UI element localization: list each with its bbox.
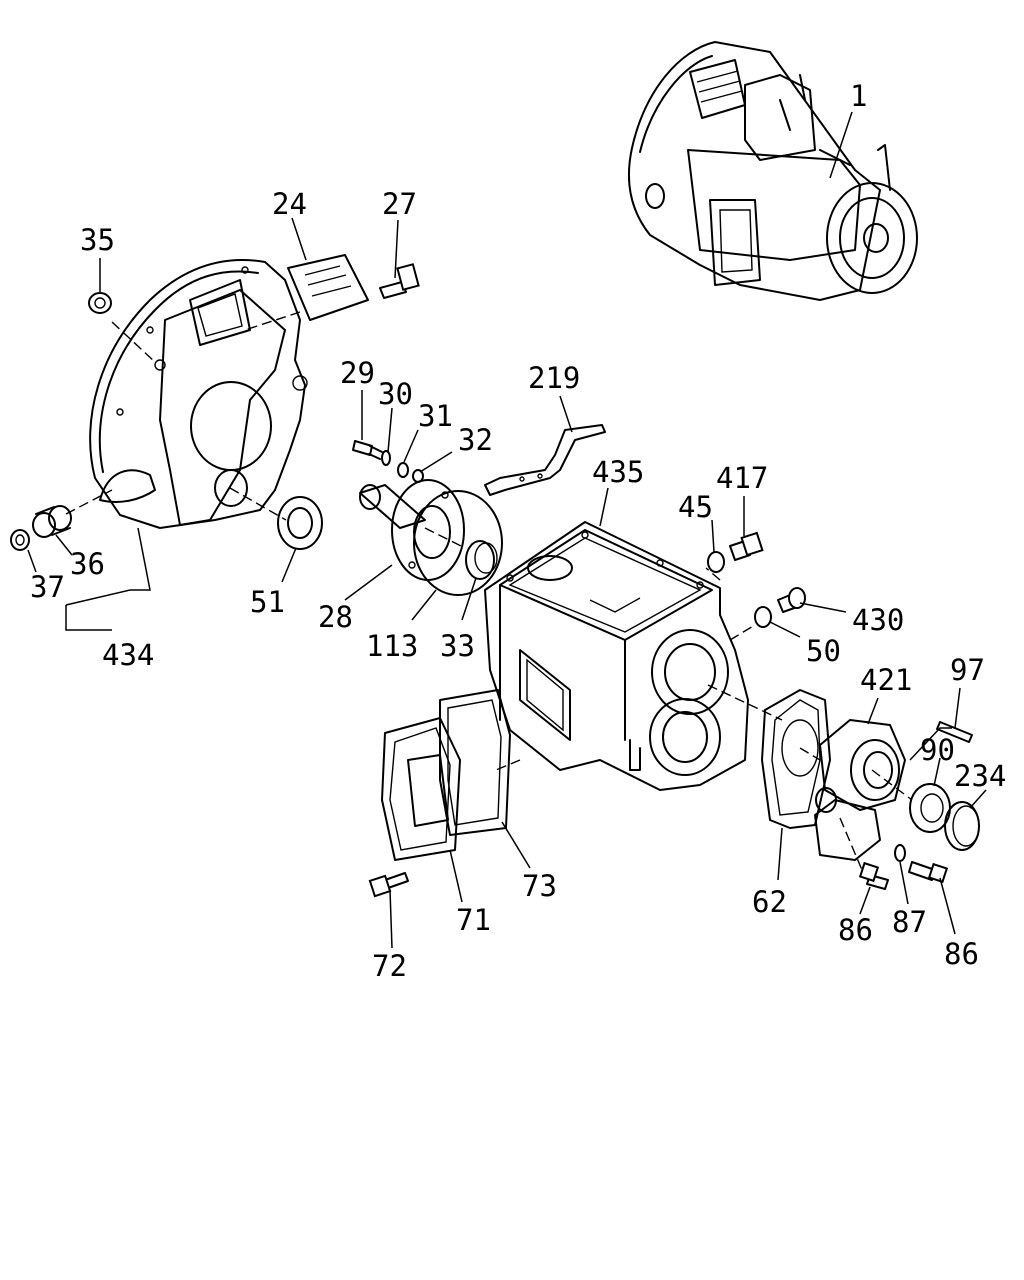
bearing-33 <box>465 540 498 580</box>
label-30: 30 <box>378 377 413 411</box>
washer-30 <box>381 450 391 466</box>
label-71: 71 <box>456 903 491 937</box>
label-434: 434 <box>102 638 154 672</box>
bushing-36 <box>32 505 72 538</box>
stud-97 <box>936 721 973 743</box>
washer-31 <box>397 462 409 478</box>
label-87: 87 <box>892 905 927 939</box>
plug-430 <box>777 587 806 613</box>
alignment-lines <box>65 311 913 871</box>
gasket-62 <box>761 689 831 829</box>
label-36: 36 <box>70 547 105 581</box>
label-28: 28 <box>318 600 353 634</box>
label-86-left: 86 <box>838 913 873 947</box>
label-72: 72 <box>372 949 407 983</box>
label-435: 435 <box>592 455 644 489</box>
label-45: 45 <box>678 490 713 524</box>
label-430: 430 <box>852 603 904 637</box>
label-24: 24 <box>272 187 307 221</box>
label-29: 29 <box>340 356 375 390</box>
label-27: 27 <box>382 187 417 221</box>
label-32: 32 <box>458 423 493 457</box>
gasket-113 <box>413 490 503 596</box>
label-33: 33 <box>440 629 475 663</box>
label-35: 35 <box>80 223 115 257</box>
leader-lines <box>27 111 987 949</box>
label-219: 219 <box>528 361 580 395</box>
bolt-72 <box>368 872 409 898</box>
label-86-right: 86 <box>944 937 979 971</box>
label-421: 421 <box>860 663 912 697</box>
o-ring-45 <box>707 551 725 573</box>
label-113: 113 <box>366 629 418 663</box>
bolt-86-right <box>908 861 949 884</box>
extension-housing-421 <box>814 719 906 861</box>
label-90: 90 <box>920 733 955 767</box>
label-417: 417 <box>716 461 768 495</box>
bolt-86-left <box>858 861 889 890</box>
transmission-case-435 <box>484 521 749 791</box>
bolt-27 <box>379 263 420 299</box>
bearing-retainer-28 <box>359 479 465 581</box>
label-62: 62 <box>752 885 787 919</box>
label-51: 51 <box>250 585 285 619</box>
label-97: 97 <box>950 653 985 687</box>
bolt-29 <box>352 440 383 460</box>
label-37: 37 <box>30 570 65 604</box>
label-1: 1 <box>850 79 867 113</box>
washer-87 <box>894 844 906 862</box>
oil-seal-51 <box>277 496 323 550</box>
seal-37 <box>10 529 30 551</box>
plug-417 <box>729 531 764 561</box>
label-73: 73 <box>522 869 557 903</box>
inspection-cover-24 <box>287 254 369 321</box>
label-50: 50 <box>806 634 841 668</box>
label-31: 31 <box>418 399 453 433</box>
dust-cover-234 <box>944 801 980 851</box>
transmission-assembly <box>628 41 918 301</box>
oil-seal-90 <box>909 783 951 833</box>
plug-35 <box>88 292 112 314</box>
bracket-219 <box>484 424 606 496</box>
o-ring-50 <box>754 606 772 628</box>
label-234: 234 <box>954 759 1006 793</box>
part-labels: 1 24 27 35 29 30 31 32 219 435 45 417 43… <box>30 79 1006 983</box>
clutch-housing <box>89 259 308 529</box>
